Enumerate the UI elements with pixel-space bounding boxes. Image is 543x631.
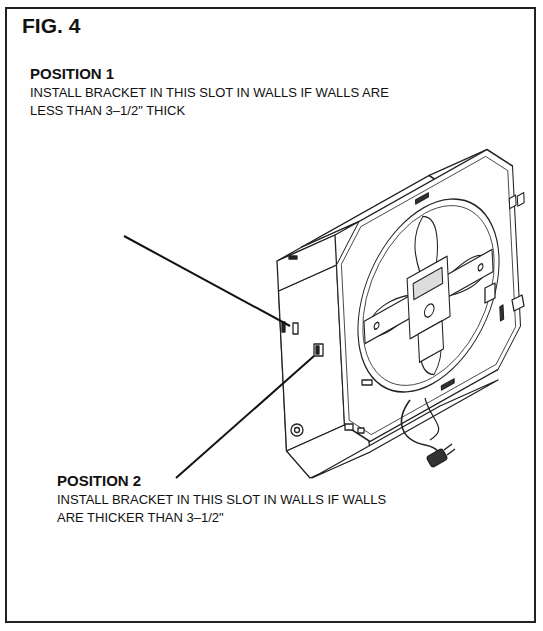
fan-opening: [354, 168, 504, 423]
plug-prong: [444, 444, 452, 450]
bracket-tab: [509, 195, 516, 209]
motor: [407, 256, 450, 339]
fan-housing: [277, 130, 532, 488]
screw: [478, 263, 483, 272]
leader-line: [124, 236, 290, 326]
front-flange: [340, 145, 517, 447]
knockout-hole: [291, 424, 303, 436]
power-cord: [402, 400, 439, 458]
bracket-slot-position-2: [314, 344, 323, 356]
flange-slot: [441, 379, 454, 390]
bottom-tab: [345, 424, 353, 430]
motor-housing: [418, 321, 443, 363]
housing-edges: [277, 130, 522, 488]
figure-title: FIG. 4: [22, 17, 80, 35]
flange-slot: [500, 305, 504, 321]
knockout-hole: [295, 428, 300, 433]
plug-prong: [447, 449, 455, 455]
leader-line: [176, 356, 314, 478]
position-note: INSTALL BRACKET IN THIS SLOT IN WALLS IF…: [57, 491, 397, 527]
bracket-slot-position-2: [316, 346, 319, 354]
power-cord: [425, 398, 439, 440]
fan-ring: [359, 177, 498, 415]
housing-front: [335, 136, 522, 455]
position-heading: POSITION 2: [57, 472, 397, 490]
motor-coil: [413, 267, 443, 299]
bracket-slot-position-1: [293, 323, 298, 334]
left-upper-wall: [277, 235, 337, 291]
motor-hub: [424, 302, 434, 319]
bottom-tab: [358, 428, 364, 433]
bottom-tab: [362, 380, 372, 385]
figure-border: [6, 8, 535, 622]
position-heading: POSITION 1: [30, 65, 390, 83]
flange-slot: [416, 193, 429, 204]
side-bracket: [485, 283, 495, 303]
position-note: INSTALL BRACKET IN THIS SLOT IN WALLS IF…: [30, 84, 390, 120]
wall-slot: [289, 256, 297, 259]
screw: [374, 321, 379, 330]
plug: [426, 448, 448, 467]
side-bracket: [512, 295, 524, 311]
bracket-tab: [517, 193, 524, 207]
